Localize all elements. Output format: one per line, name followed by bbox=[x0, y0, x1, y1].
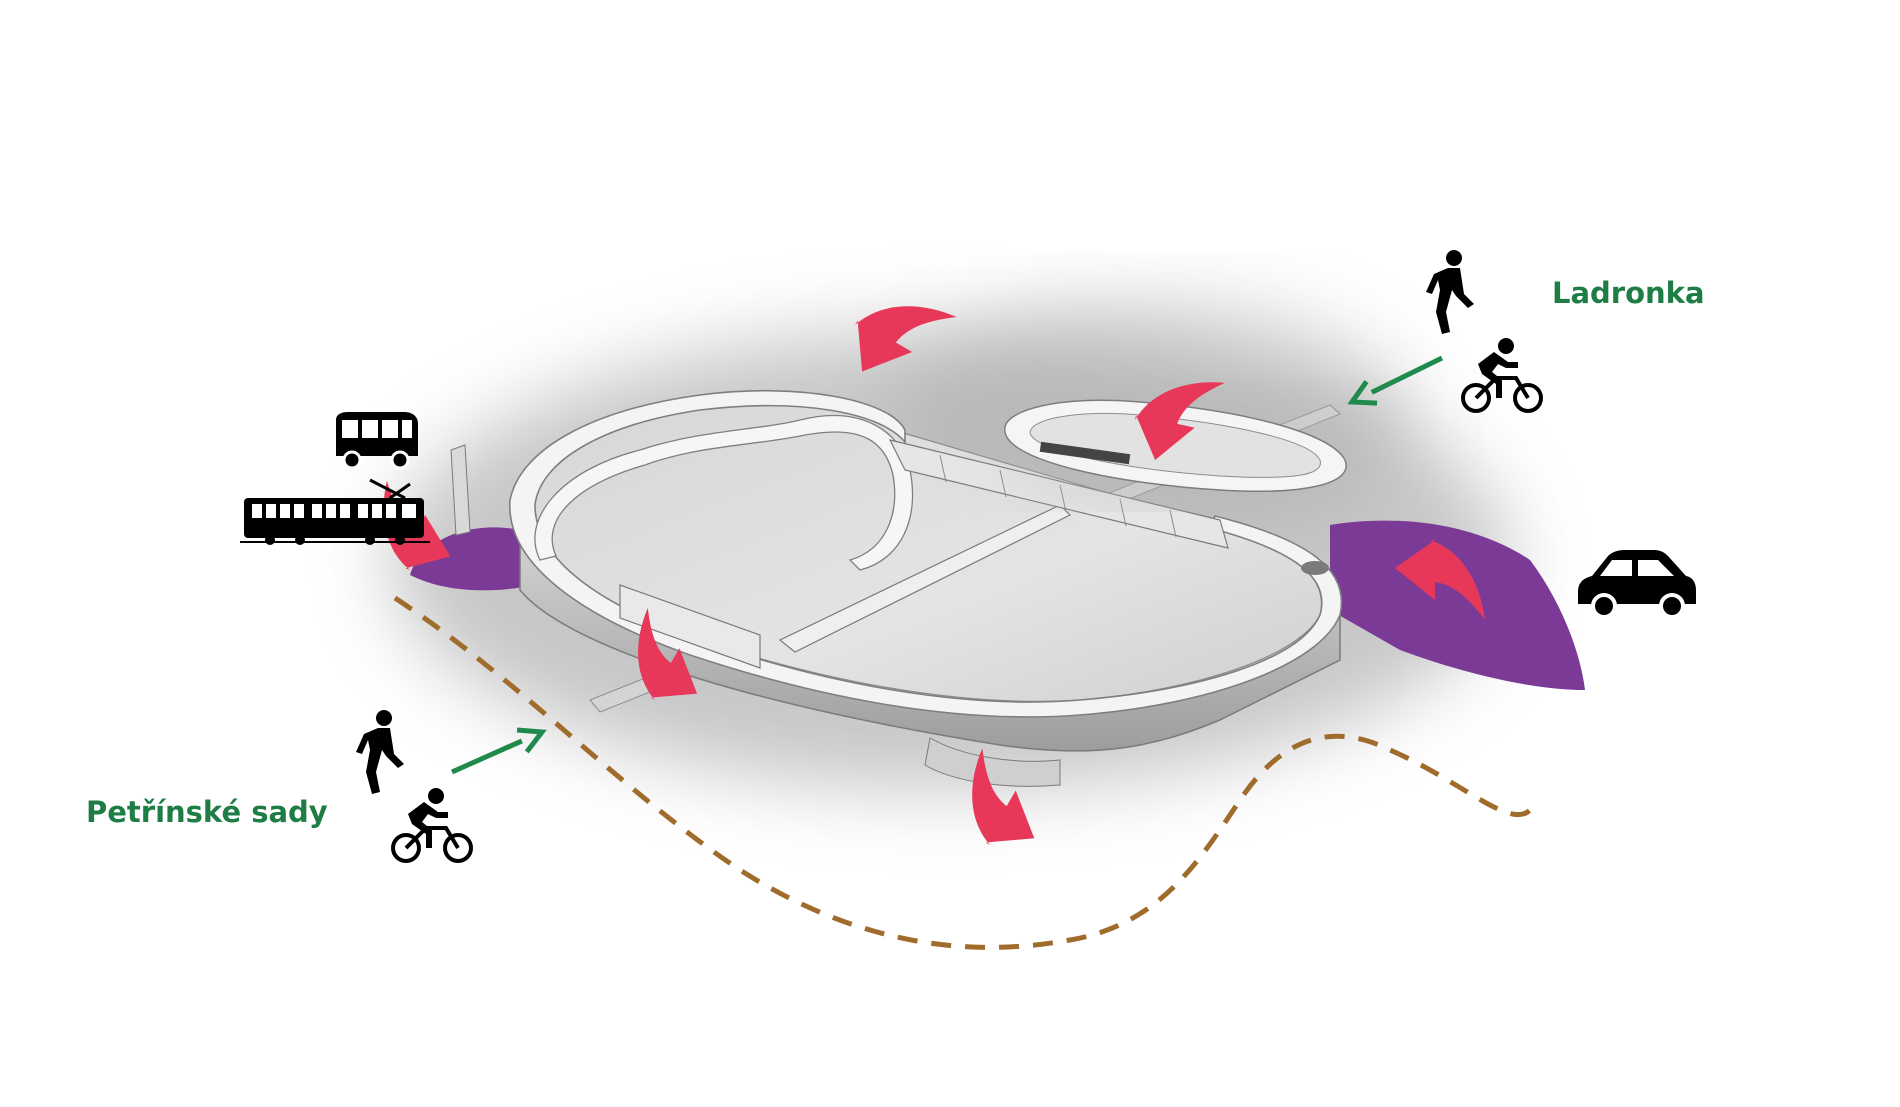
path-arrow-ladronka bbox=[1347, 355, 1444, 406]
bus-icon bbox=[336, 412, 418, 470]
access-arrows bbox=[383, 306, 1485, 845]
bicycle-icon bbox=[391, 788, 473, 863]
parking-area-right bbox=[1330, 520, 1585, 690]
oval-platform bbox=[1002, 397, 1358, 493]
pedestrian-icon bbox=[1426, 250, 1474, 334]
place-label-ladronka: Ladronka bbox=[1552, 276, 1705, 310]
access-arrow-bottom bbox=[972, 748, 1035, 845]
access-arrow-front bbox=[638, 608, 698, 700]
path-arrow-petrinske bbox=[450, 727, 547, 775]
pedestrian-icon bbox=[356, 710, 404, 794]
bicycle-icon bbox=[1461, 338, 1543, 413]
access-arrow-parking bbox=[1395, 540, 1485, 620]
path-arrows bbox=[450, 355, 1444, 775]
main-structure bbox=[450, 389, 1343, 787]
access-arrow-oval bbox=[1135, 382, 1225, 461]
access-arrow-stop bbox=[383, 480, 451, 570]
access-arrow-top bbox=[855, 306, 957, 372]
tram-icon bbox=[240, 478, 430, 545]
car-icon bbox=[1578, 550, 1696, 619]
place-label-petrinske-sady: Petřínské sady bbox=[86, 795, 328, 829]
